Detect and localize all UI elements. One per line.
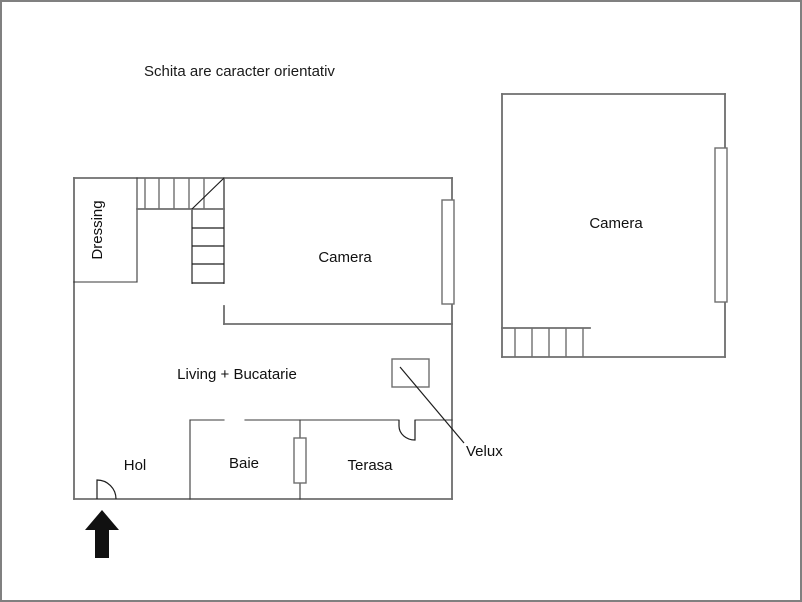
entry-direction-arrow — [85, 510, 119, 558]
room-label-terasa: Terasa — [347, 457, 393, 474]
right-plan: Camera — [501, 93, 728, 358]
camera1-window — [441, 199, 455, 305]
room-label-baie: Baie — [229, 455, 259, 472]
entry-door-arc — [96, 479, 117, 500]
baie-window — [293, 437, 307, 484]
room-label-dressing: Dressing — [89, 200, 106, 259]
velux-marker — [391, 358, 430, 388]
room-label-camera-upper: Camera — [589, 215, 643, 232]
stair-direction-diagonal — [191, 177, 225, 210]
velux-leader-line — [399, 366, 465, 444]
room-label-hol: Hol — [124, 457, 147, 474]
room-label-camera-lower: Camera — [318, 249, 372, 266]
plan-note: Schita are caracter orientativ — [144, 63, 335, 80]
camera2-window — [714, 147, 728, 303]
left-plan: Dressing Camera Living + Bucatarie Hol B… — [73, 177, 503, 558]
annotation-label-velux: Velux — [466, 443, 503, 460]
room-label-living-bucatarie: Living + Bucatarie — [177, 366, 297, 383]
terasa-door-arc — [398, 420, 416, 441]
